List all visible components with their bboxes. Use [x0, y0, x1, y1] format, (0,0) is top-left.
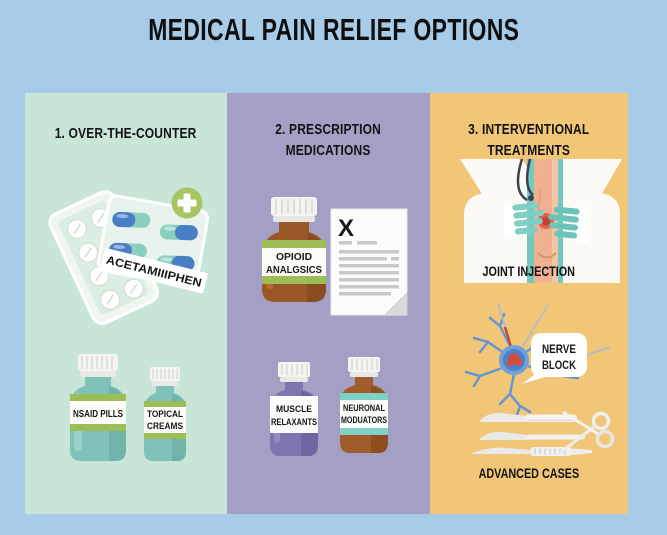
- page-title-text: MEDICAL PAIN RELIEF OPTIONS: [147, 12, 520, 47]
- advanced-cases-caption: ADVANCED CASES: [478, 466, 580, 481]
- opioid-bottle-icon: OPIOID ANALGSICS: [262, 197, 326, 302]
- svg-text:CREAMS: CREAMS: [147, 421, 183, 431]
- svg-text:TOPICAL: TOPICAL: [147, 409, 183, 419]
- otc-header: 1. OVER-THE-COUNTER: [25, 123, 227, 144]
- topical-creams-label: TOPICAL CREAMS: [144, 401, 186, 439]
- muscle-relaxants-label: MUSCLE RELAXANTS: [270, 396, 318, 433]
- prescription-header-line1: 2. PRESCRIPTION: [275, 121, 382, 138]
- column-interventional: 3. INTERVENTIONAL TREATMENTS: [430, 93, 628, 514]
- svg-text:ANALGSICS: ANALGSICS: [266, 264, 322, 276]
- plus-icon: [171, 187, 203, 219]
- svg-text:BLOCK: BLOCK: [542, 360, 577, 372]
- svg-text:RELAXANTS: RELAXANTS: [271, 417, 317, 428]
- rx-symbol: X: [338, 215, 354, 242]
- joint-injection-caption: JOINT INJECTION: [482, 264, 576, 279]
- interventional-header: 3. INTERVENTIONAL TREATMENTS: [430, 119, 628, 161]
- prescription-header-line2: MEDICATIONS: [286, 142, 371, 159]
- surgical-tools-icon: [470, 410, 615, 456]
- svg-text:OPIOID: OPIOID: [276, 251, 312, 263]
- muscle-relaxants-bottle-icon: MUSCLE RELAXANTS: [270, 362, 318, 456]
- column-otc: 1. OVER-THE-COUNTER: [25, 93, 227, 514]
- svg-text:NERVE: NERVE: [542, 344, 576, 356]
- prescription-header: 2. PRESCRIPTION MEDICATIONS: [227, 119, 430, 161]
- joint-injection-icon: [460, 158, 622, 283]
- nerve-block-icon: NERVE BLOCK: [464, 302, 611, 420]
- nsaid-label: NSAID PILLS: [70, 394, 126, 431]
- interventional-illustration: NERVE BLOCK: [460, 158, 622, 456]
- prescription-paper-icon: X: [330, 208, 408, 316]
- neuronal-modulators-bottle-icon: NEURONAL MODUATORS: [340, 357, 388, 453]
- nsaid-bottle-icon: NSAID PILLS: [70, 354, 126, 461]
- neuronal-modulators-label: NEURONAL MODUATORS: [340, 393, 388, 435]
- prescription-illustration: OPIOID ANALGSICS X: [262, 197, 408, 456]
- interventional-header-line1: 3. INTERVENTIONAL: [468, 121, 590, 138]
- scissors-icon: [559, 410, 615, 455]
- column-prescription: 2. PRESCRIPTION MEDICATIONS: [227, 93, 430, 514]
- opioid-label: OPIOID ANALGSICS: [262, 240, 326, 284]
- nerve-block-label: NERVE BLOCK: [522, 333, 587, 384]
- columns: 1. OVER-THE-COUNTER: [25, 93, 628, 514]
- svg-text:NEURONAL: NEURONAL: [343, 403, 385, 413]
- svg-text:MODUATORS: MODUATORS: [341, 415, 387, 425]
- interventional-header-line2: TREATMENTS: [487, 142, 571, 159]
- topical-creams-bottle-icon: TOPICAL CREAMS: [144, 367, 186, 461]
- svg-text:NSAID PILLS: NSAID PILLS: [73, 409, 123, 420]
- otc-illustration: ACETAMIIIPHEN: [48, 187, 210, 461]
- svg-text:MUSCLE: MUSCLE: [276, 404, 312, 415]
- otc-header-line: 1. OVER-THE-COUNTER: [55, 125, 197, 142]
- page-title: MEDICAL PAIN RELIEF OPTIONS: [0, 12, 667, 48]
